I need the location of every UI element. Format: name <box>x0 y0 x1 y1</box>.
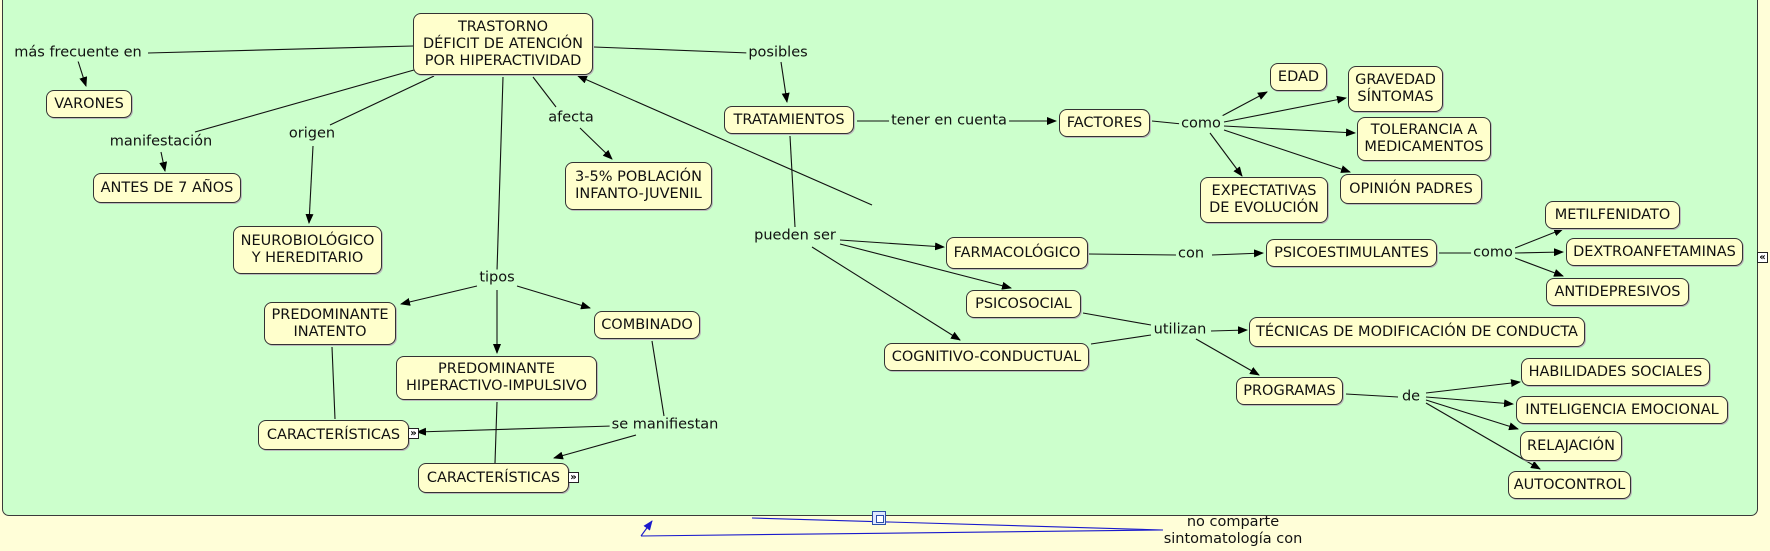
node-caracteristicas-1[interactable]: CARACTERÍSTICAS <box>258 420 409 450</box>
node-farmacologico[interactable]: FARMACOLÓGICO <box>946 237 1088 269</box>
node-neurobiologico[interactable]: NEUROBIOLÓGICO Y HEREDITARIO <box>233 226 382 274</box>
node-dextroanfetaminas[interactable]: DEXTROANFETAMINAS <box>1566 238 1743 266</box>
node-combinado[interactable]: COMBINADO <box>594 311 700 339</box>
link-label-mas-frecuente: más frecuente en <box>12 44 144 62</box>
node-poblacion[interactable]: 3-5% POBLACIÓN INFANTO-JUVENIL <box>565 162 712 210</box>
node-predominante-hiperactivo[interactable]: PREDOMINANTE HIPERACTIVO-IMPULSIVO <box>396 356 597 400</box>
node-edad[interactable]: EDAD <box>1270 63 1327 91</box>
node-varones[interactable]: VARONES <box>46 90 132 118</box>
node-antes-7-anos[interactable]: ANTES DE 7 AÑOS <box>93 173 241 203</box>
resource-icon[interactable] <box>872 511 886 525</box>
link-label-tipos: tipos <box>477 269 517 287</box>
node-programas[interactable]: PROGRAMAS <box>1236 377 1343 405</box>
link-label-no-comparte: no comparte sintomatología con <box>1163 514 1303 547</box>
expand-icon[interactable]: » <box>568 472 579 483</box>
link-label-posibles: posibles <box>746 44 810 62</box>
node-predominante-inatento[interactable]: PREDOMINANTE INATENTO <box>264 302 396 345</box>
link-label-como-factores: como <box>1179 115 1223 133</box>
collapse-icon[interactable]: « <box>1757 252 1768 263</box>
link-label-utilizan: utilizan <box>1151 321 1209 339</box>
node-gravedad-sintomas[interactable]: GRAVEDAD SÍNTOMAS <box>1348 66 1443 112</box>
node-antidepresivos[interactable]: ANTIDEPRESIVOS <box>1546 278 1689 306</box>
link-label-manifestacion: manifestación <box>107 133 215 151</box>
node-cognitivo-conductual[interactable]: COGNITIVO-CONDUCTUAL <box>884 343 1089 371</box>
node-habilidades-sociales[interactable]: HABILIDADES SOCIALES <box>1521 358 1710 386</box>
node-psicoestimulantes[interactable]: PSICOESTIMULANTES <box>1266 239 1437 267</box>
expand-icon[interactable]: » <box>408 428 419 439</box>
node-opinion-padres[interactable]: OPINIÓN PADRES <box>1340 174 1482 204</box>
link-label-como-psicoestimulantes: como <box>1471 244 1515 262</box>
node-tdah-main[interactable]: TRASTORNO DÉFICIT DE ATENCIÓN POR HIPERA… <box>413 13 593 75</box>
link-label-de: de <box>1399 388 1423 406</box>
link-label-origen: origen <box>286 125 338 143</box>
link-label-pueden-ser: pueden ser <box>752 227 838 245</box>
node-relajacion[interactable]: RELAJACIÓN <box>1520 431 1622 461</box>
node-tratamientos[interactable]: TRATAMIENTOS <box>724 106 854 134</box>
node-inteligencia-emocional[interactable]: INTELIGENCIA EMOCIONAL <box>1516 396 1728 424</box>
node-tolerancia[interactable]: TOLERANCIA A MEDICAMENTOS <box>1357 117 1491 161</box>
link-label-se-manifiestan: se manifiestan <box>609 416 721 434</box>
node-metilfenidato[interactable]: METILFENIDATO <box>1545 201 1680 229</box>
node-autocontrol[interactable]: AUTOCONTROL <box>1508 471 1631 499</box>
link-label-tener-en-cuenta: tener en cuenta <box>889 112 1009 130</box>
node-factores[interactable]: FACTORES <box>1059 109 1150 137</box>
link-label-con: con <box>1175 245 1207 263</box>
node-expectativas[interactable]: EXPECTATIVAS DE EVOLUCIÓN <box>1200 177 1328 223</box>
node-caracteristicas-2[interactable]: CARACTERÍSTICAS <box>418 463 569 493</box>
node-tecnicas-modificacion[interactable]: TÉCNICAS DE MODIFICACIÓN DE CONDUCTA <box>1249 317 1585 347</box>
node-psicosocial[interactable]: PSICOSOCIAL <box>966 290 1081 318</box>
link-label-afecta: afecta <box>546 109 596 127</box>
